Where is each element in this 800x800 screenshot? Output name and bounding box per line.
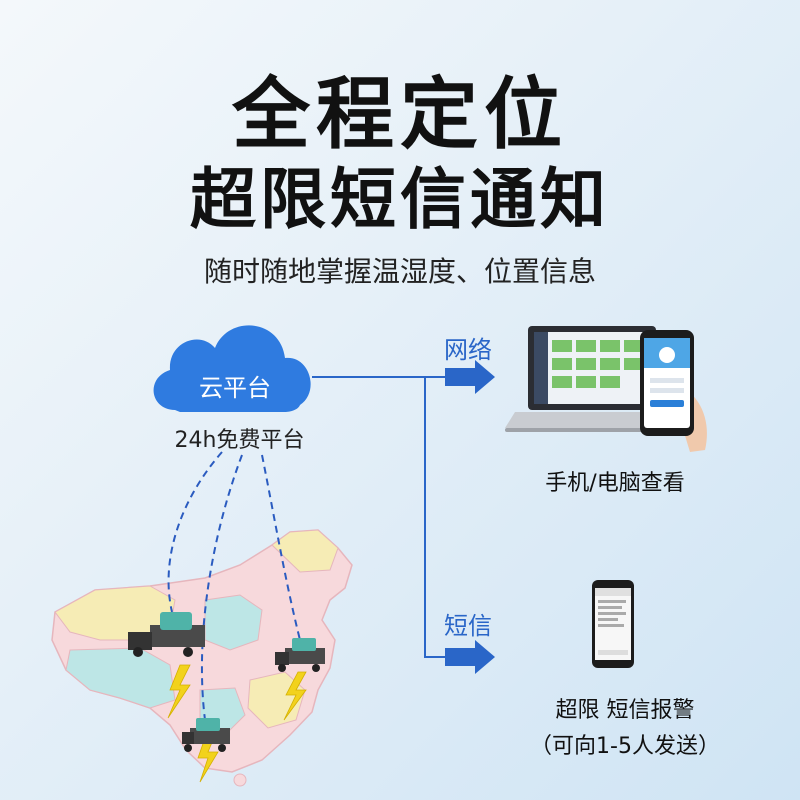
smartphone-icon <box>640 330 707 452</box>
truck-icon <box>128 612 205 657</box>
cloud-label: 云平台 <box>199 374 271 402</box>
device-caption: 手机/电脑查看 <box>545 471 685 496</box>
map-icon <box>51 529 353 787</box>
signal-lines <box>167 451 301 721</box>
smartphone-icon <box>592 580 634 668</box>
truck-icon <box>182 718 230 752</box>
arrow-right-icon <box>445 640 495 674</box>
cloud-caption: 24h免费平台 <box>174 428 305 453</box>
alarm-caption: 超限 短信报警 <box>555 698 695 723</box>
arrow-right-icon <box>445 360 495 394</box>
truck-icon <box>275 638 325 672</box>
headline-line1: 全程定位 <box>231 70 568 160</box>
network-label: 网络 <box>444 336 492 364</box>
headline-line2: 超限短信通知 <box>190 161 610 238</box>
cloud-icon <box>153 325 311 412</box>
subtitle: 随时随地掌握温湿度、位置信息 <box>203 255 596 288</box>
alarm-subcaption: （可向1-5人发送） <box>530 734 720 759</box>
sms-label: 短信 <box>444 612 492 640</box>
laptop-icon <box>505 326 680 432</box>
route-lines <box>312 376 445 658</box>
